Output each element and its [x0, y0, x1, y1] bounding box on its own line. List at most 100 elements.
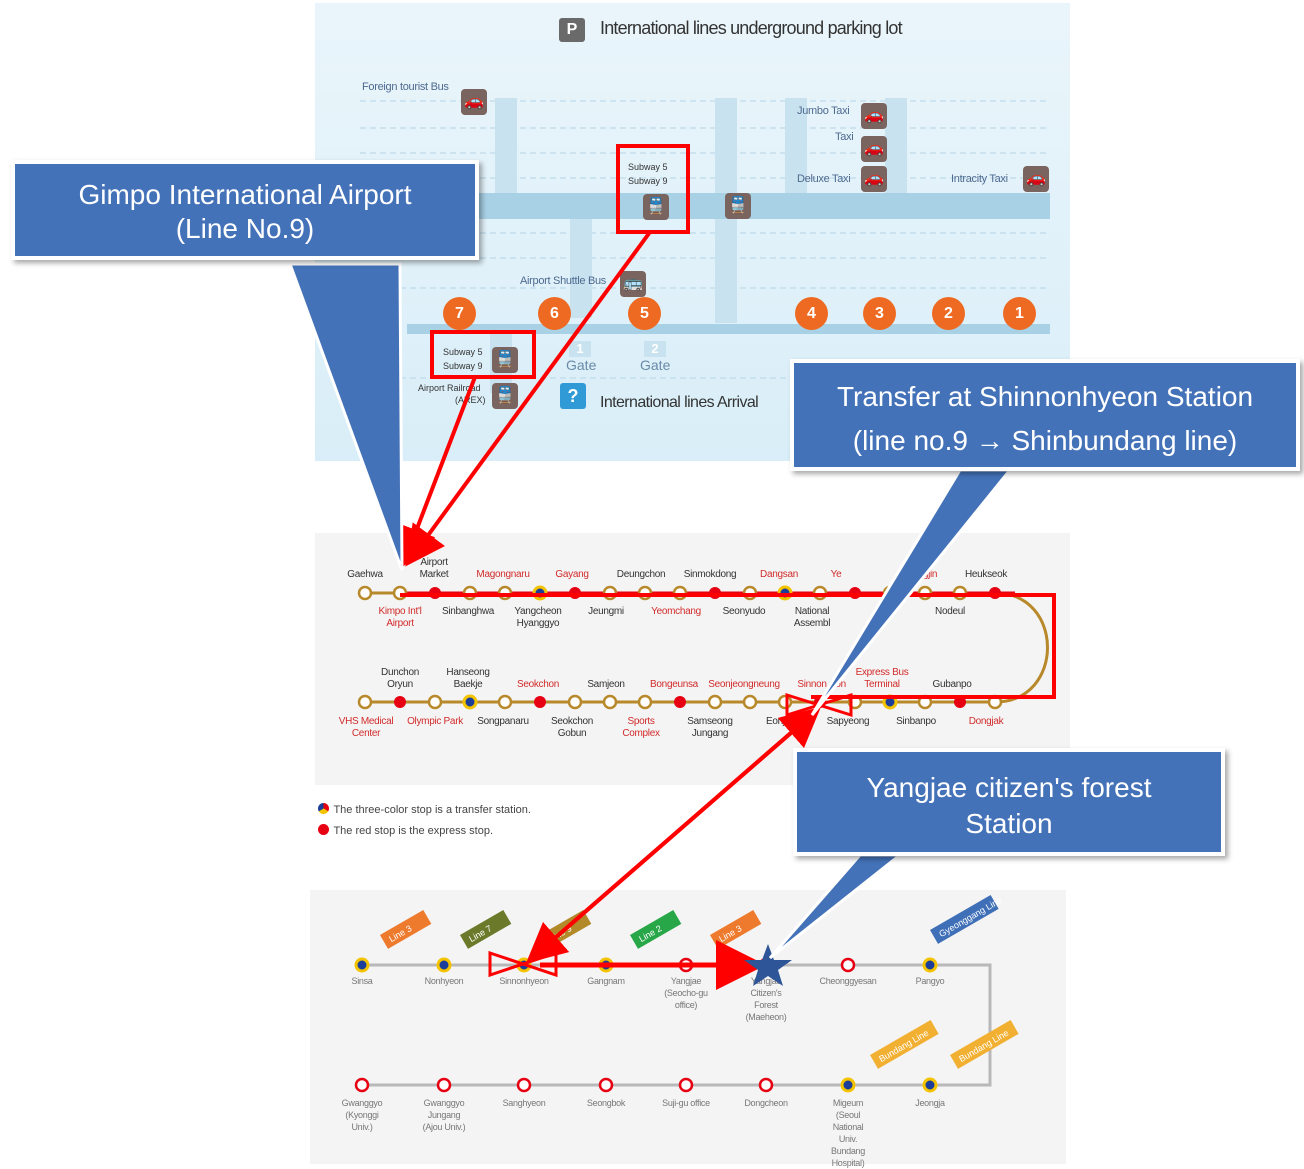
- station-stop: [678, 1077, 694, 1093]
- station-label: Seokchon Gobun: [550, 716, 594, 739]
- line9-panel: [315, 533, 1070, 785]
- gate-number-badge: 7: [443, 297, 476, 330]
- station-label: Express Bus Terminal: [855, 667, 909, 690]
- station-label: Nodeul: [935, 606, 965, 617]
- station-stop: [462, 694, 478, 710]
- station-stop: [567, 694, 583, 710]
- arex-label: Airport Railroad: [418, 383, 481, 393]
- station-label: Sinnon: [797, 679, 827, 690]
- station-stop: [497, 694, 513, 710]
- station-stop: [674, 696, 686, 708]
- intracity-taxi-label: Intracity Taxi: [951, 173, 1008, 185]
- line-tag: [380, 910, 432, 949]
- station-stop: [354, 1077, 370, 1093]
- station-label: Gangnam: [587, 976, 625, 986]
- gate-2-number: 2: [644, 341, 666, 357]
- station-label: Gayang: [555, 569, 589, 580]
- station-stop: [758, 1077, 774, 1093]
- station-label: Yangjae Citizen's Forest (Maeheon): [745, 976, 787, 1022]
- subway-icon: 🚆: [492, 347, 518, 373]
- parking-title: International lines underground parking …: [600, 18, 903, 38]
- station-label: Sanghyeon: [502, 1098, 546, 1108]
- gate-number-badge: 5: [628, 297, 661, 330]
- station-stop: [436, 1077, 452, 1093]
- line-tag: [630, 910, 682, 949]
- station-label: Kimpo Int'l Airport: [378, 606, 422, 629]
- station-stop: [922, 957, 938, 973]
- gate-number-badge: 2: [932, 297, 965, 330]
- station-stop: [840, 957, 856, 973]
- station-label: Gwanggyo Jungang (Ajou Univ.): [422, 1098, 466, 1132]
- route-arrow: [397, 376, 477, 568]
- station-stop: [357, 694, 373, 710]
- line-tag: [950, 1019, 1019, 1069]
- station-label: Heukseok: [964, 569, 1008, 580]
- bus-icon: 🚌: [620, 271, 646, 297]
- station-label: Seokchon: [516, 679, 560, 690]
- station-label: Ye: [830, 569, 842, 580]
- deluxe-taxi-label: Deluxe Taxi: [797, 173, 851, 185]
- station-label: Nonhyeon: [424, 976, 464, 986]
- line-tag: [710, 910, 762, 949]
- taxi-icon: 🚗: [861, 166, 887, 192]
- station-label: Samjeon: [587, 679, 625, 690]
- route-highlight: [400, 593, 1056, 699]
- taxi-icon: 🚗: [1023, 166, 1049, 192]
- station-label: Gaehwa: [347, 569, 383, 580]
- station-label: National Assembl: [793, 606, 831, 629]
- station-label: Migeum (Seoul National Univ. Bundang Hos…: [831, 1098, 865, 1168]
- gate-number-badge: 3: [863, 297, 896, 330]
- station-stop: [427, 694, 443, 710]
- station-label: gjin: [922, 569, 938, 580]
- station-stop: [742, 694, 758, 710]
- subway-9-label: Subway 9: [443, 361, 483, 371]
- station-label: Pangyo: [915, 976, 945, 986]
- gimpo-callout: Gimpo International Airport (Line No.9): [11, 160, 479, 260]
- line-tag: [929, 894, 999, 944]
- station-label: Jeungmi: [588, 606, 624, 617]
- station-stop: [534, 696, 546, 708]
- station-stop: [357, 585, 373, 601]
- station-stop: [516, 1077, 532, 1093]
- gate-number-badge: 4: [795, 297, 828, 330]
- shuttle-label: Airport Shuttle Bus: [520, 275, 607, 287]
- station-label: Sinmokdong: [683, 569, 737, 580]
- station-label: Sinsa: [351, 976, 373, 986]
- station-label: Seongbok: [586, 1098, 626, 1108]
- line-tag: [460, 910, 512, 949]
- arrival-label: International lines Arrival: [600, 394, 759, 411]
- station-label: Deungchon: [616, 569, 666, 580]
- station-label: Cheonggyesan: [819, 976, 877, 986]
- route-arrow: [530, 706, 822, 960]
- jumbo-taxi-label: Jumbo Taxi: [797, 105, 850, 117]
- gate-number-badge: 6: [538, 297, 571, 330]
- parking-p-icon: P: [559, 18, 585, 42]
- destination-star-icon: [744, 944, 792, 986]
- station-stop: [922, 1077, 938, 1093]
- station-stop: [394, 696, 406, 708]
- transfer-stop-icon: [318, 803, 329, 815]
- station-label: Gwanggyo (Kyonggi Univ.): [341, 1098, 383, 1132]
- subway-highlight-box: [430, 330, 536, 379]
- station-label: Sapyeong: [826, 716, 870, 727]
- transfer-marker: [785, 692, 853, 718]
- station-label: Sinbanghwa: [441, 606, 495, 617]
- station-label: Yangjae (Seocho-gu office): [664, 976, 708, 1010]
- station-label: Dongjak: [968, 716, 1004, 727]
- station-label: Magongnaru: [476, 569, 530, 580]
- station-label: Jeongja: [915, 1098, 945, 1108]
- subway-5-label: Subway 5: [628, 162, 668, 172]
- station-label: Dongcheon: [744, 1098, 788, 1108]
- taxi-label: Taxi: [835, 131, 854, 143]
- station-label: Suji-gu office: [662, 1098, 710, 1108]
- legend-transfer-text: The three-color stop is a transfer stati…: [333, 804, 531, 816]
- route-arrow: [405, 230, 652, 567]
- station-label: Sinbanpo: [896, 716, 936, 727]
- subway-icon: 🚆: [725, 193, 751, 219]
- transfer-callout: Transfer at Shinnonhyeon Station (line n…: [790, 359, 1300, 471]
- station-stop: [354, 957, 370, 973]
- station-stop: [602, 694, 618, 710]
- station-label: Dangsan: [760, 569, 798, 580]
- station-label: Yangcheon Hyanggyo: [514, 606, 562, 629]
